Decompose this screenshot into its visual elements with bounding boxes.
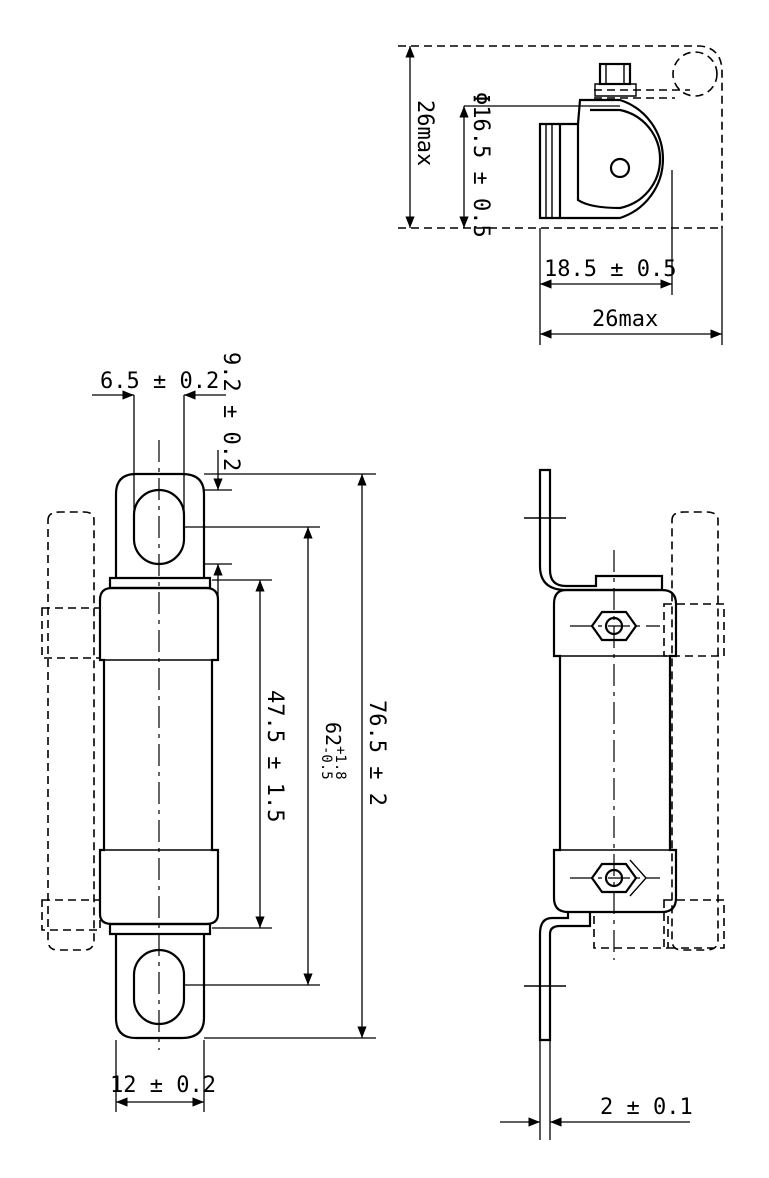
label-top-height-max: 26max — [412, 100, 437, 166]
side-body — [552, 588, 678, 914]
top-body-outline — [538, 98, 665, 220]
top-nut — [598, 62, 632, 86]
side-ghost-outline — [593, 511, 725, 951]
front-body — [98, 586, 220, 926]
top-hatch — [545, 124, 553, 218]
label-top-width-max: 26max — [592, 307, 658, 332]
top-envelope-outline — [398, 45, 723, 229]
label-between-holes-minus: -0.5 — [318, 746, 334, 780]
label-between-holes-base: 62 — [321, 722, 345, 746]
label-top-diameter: Φ16.5 ± 0.5 — [468, 92, 493, 238]
front-bottom-neck — [108, 922, 212, 936]
side-bottom-terminal — [538, 912, 592, 1042]
front-view: 6.5 ± 0.2 9.2 ± 0.2 47.5 ± 1.5 62 +1.8 -… — [41, 352, 389, 1112]
label-body-length: 47.5 ± 1.5 — [262, 690, 287, 822]
top-view: 26max Φ16.5 ± 0.5 18.5 ± 0.5 26max — [398, 45, 723, 345]
top-dashed-strap — [594, 89, 690, 99]
top-inner-arc — [576, 108, 662, 210]
front-ghost-outline — [41, 511, 101, 951]
label-top-body-width: 18.5 ± 0.5 — [544, 257, 676, 282]
label-slot-width: 6.5 ± 0.2 — [100, 369, 219, 394]
label-between-holes: 62 +1.8 -0.5 — [318, 722, 348, 780]
side-view: 2 ± 0.1 — [500, 468, 725, 1140]
side-band-lines — [554, 655, 676, 851]
label-between-holes-plus: +1.8 — [332, 746, 348, 780]
top-center-hole — [609, 157, 631, 179]
top-dashed-circle — [672, 51, 718, 97]
front-top-tag — [114, 472, 206, 578]
label-slot-length: 9.2 ± 0.2 — [218, 352, 243, 471]
top-nut-lines — [594, 64, 637, 97]
label-tag-thickness: 2 ± 0.1 — [600, 1095, 693, 1120]
front-top-neck — [108, 576, 212, 590]
side-top-terminal — [538, 468, 664, 592]
label-overall-length: 76.5 ± 2 — [364, 700, 389, 806]
label-tag-width: 12 ± 0.2 — [110, 1073, 216, 1098]
